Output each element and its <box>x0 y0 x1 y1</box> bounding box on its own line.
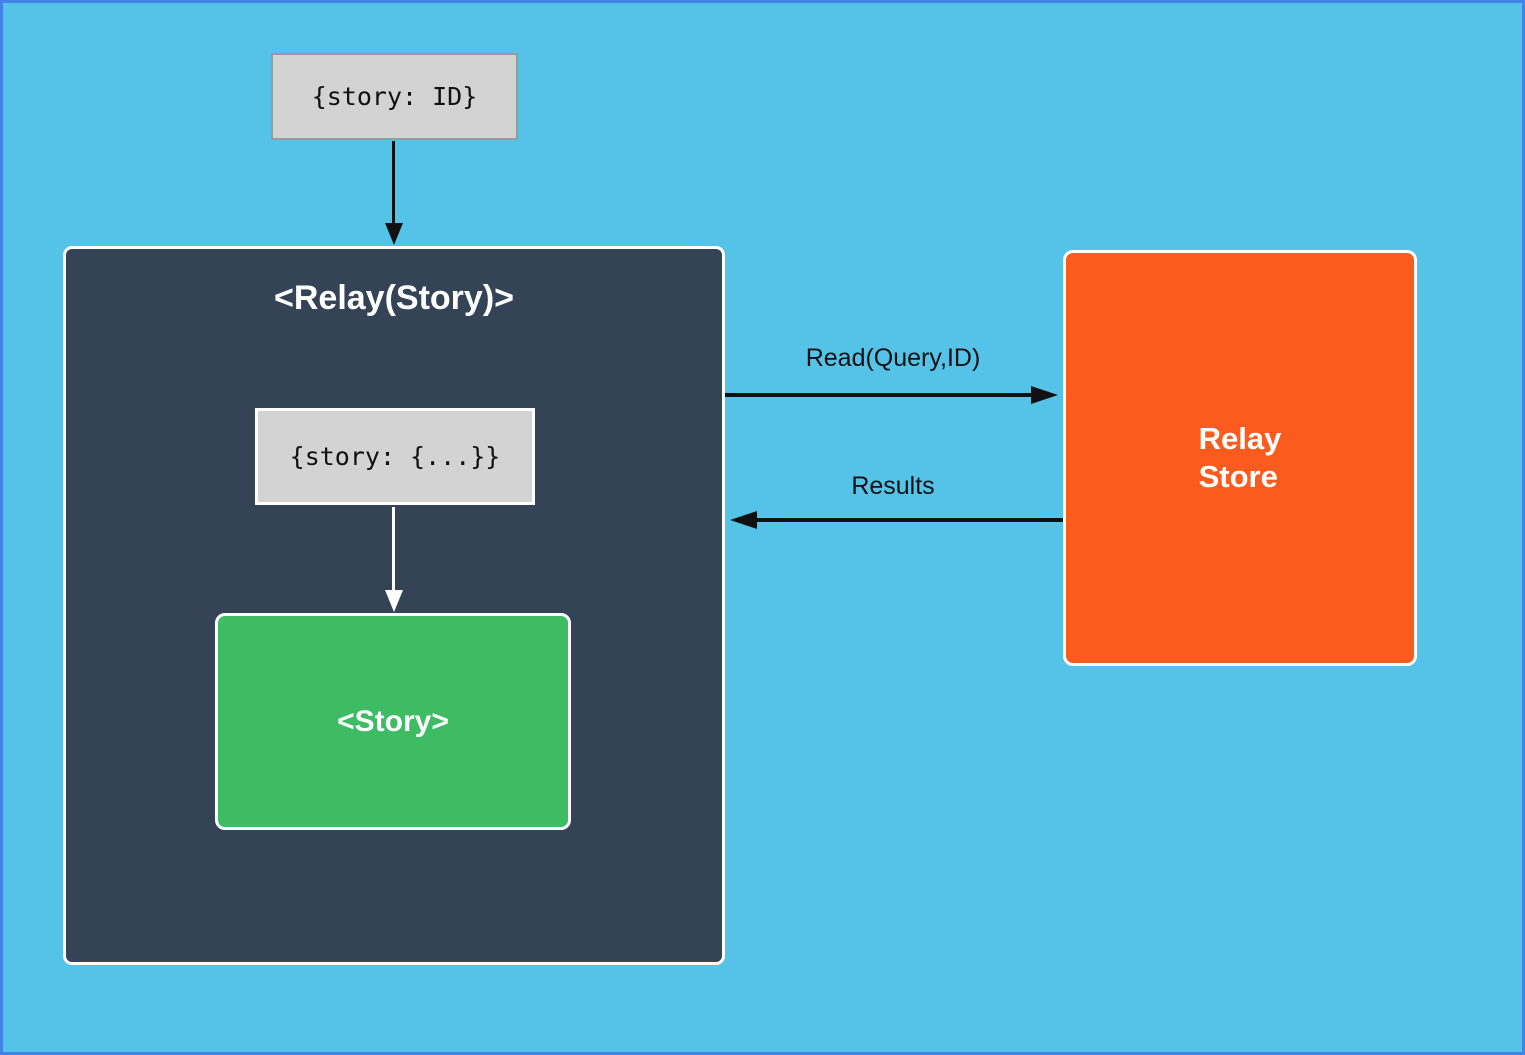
relay-story-title: <Relay(Story)> <box>274 279 514 317</box>
read-query-edge <box>725 393 1033 397</box>
arrowhead-left-icon <box>730 511 757 529</box>
story-component-label: <Story> <box>337 704 449 738</box>
story-id-label: {story: ID} <box>311 82 478 111</box>
story-props-label: {story: {...}} <box>289 442 501 471</box>
read-query-label: Read(Query,ID) <box>805 344 981 372</box>
arrowhead-down-icon <box>385 590 403 612</box>
story-component-node: <Story> <box>215 613 571 830</box>
arrowhead-right-icon <box>1031 386 1058 404</box>
relay-store-title: Relay Store <box>1199 420 1282 496</box>
relay-store-node: Relay Store <box>1063 250 1417 666</box>
arrowhead-down-icon <box>385 223 403 245</box>
relay-story-container: <Relay(Story)> {story: {...}} <Story> <box>63 246 725 965</box>
results-label: Results <box>851 472 935 500</box>
props-to-story-edge <box>392 507 395 592</box>
results-edge <box>756 518 1063 522</box>
story-id-to-relay-edge <box>392 141 395 225</box>
story-id-node: {story: ID} <box>271 53 518 140</box>
story-props-node: {story: {...}} <box>255 408 535 505</box>
relay-store-title-line2: Store <box>1198 459 1278 494</box>
relay-store-title-line1: Relay <box>1198 421 1282 456</box>
